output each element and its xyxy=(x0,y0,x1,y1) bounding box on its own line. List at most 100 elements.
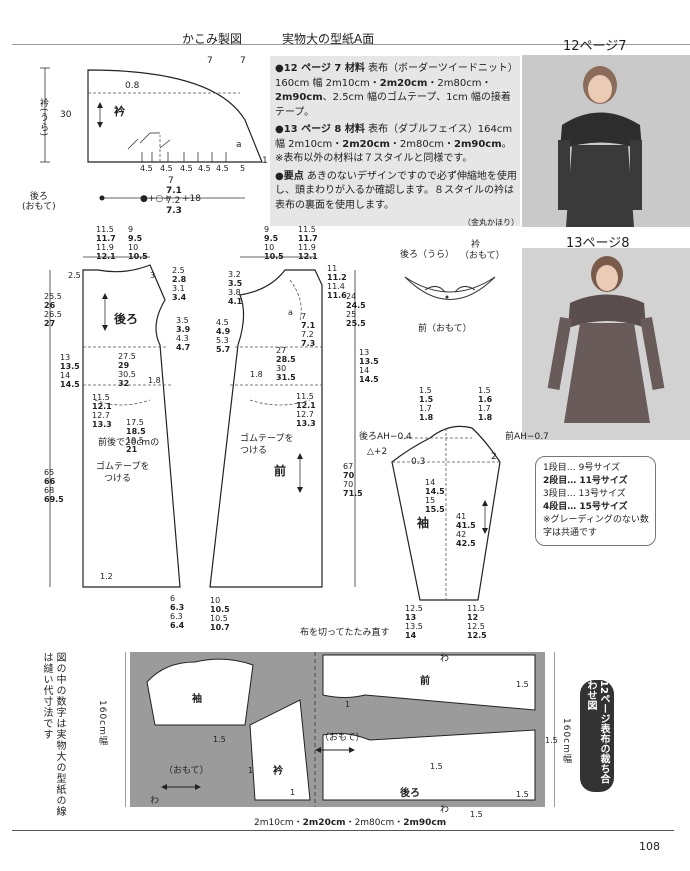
inset-collar: 衿 xyxy=(471,240,481,250)
sleeve-bottom-left: 12.5 13 13.5 14 xyxy=(405,604,423,640)
front-armhole-dim-3: 5.3 xyxy=(216,336,229,345)
back-waist-18: 1.8 xyxy=(148,376,161,385)
collar-formula-73: 7.3 xyxy=(166,206,182,216)
front-dart-dim-4: 7.3 xyxy=(301,339,316,348)
layout-dim-15c: 1.5 xyxy=(516,790,529,799)
back-armhole-dims: 3.5 3.9 4.3 4.7 xyxy=(176,316,190,352)
front-rt-dim-3: 11.4 xyxy=(327,282,345,291)
back-length-dim-1: 65 xyxy=(44,468,55,477)
sleeve-outline xyxy=(391,425,501,601)
front-dart-dim-1: 7 xyxy=(301,312,307,321)
collar-tick-45-e: 4.5 xyxy=(216,164,229,173)
materials-point-text: あきのないデザインですので必ず伸縮地を使用し、頭まわりが入るか確認します。８スタ… xyxy=(275,170,517,211)
front-dart-dims: 7 7.1 7.2 7.3 xyxy=(301,312,315,348)
collar-formula: ●+○+ xyxy=(140,194,171,204)
back-top-dim-3: 11.9 xyxy=(96,243,114,252)
collar-tick-45-a: 4.5 xyxy=(140,164,153,173)
back-hip-dims: 13 13.5 14 14.5 xyxy=(60,353,80,389)
front-top-dims: 9 9.5 10 10.5 xyxy=(264,225,284,261)
collar-side-label: 衿(うら) xyxy=(38,98,48,138)
layout-total-b: 2m20cm xyxy=(302,818,346,828)
back-right-dims: 2.5 2.8 3.1 3.4 xyxy=(172,266,186,302)
photo-label-12-7: 12ページ7 xyxy=(563,39,627,54)
sleeve-dim-2: 2 xyxy=(491,452,497,462)
layout-label-front: 前 xyxy=(420,676,430,687)
front-lt-dim-4: 4.1 xyxy=(228,297,243,306)
footer-rule xyxy=(12,830,674,831)
back-hem-dim-1: 6 xyxy=(170,594,176,603)
materials-item12-head: ●12 ページ 7 材料 xyxy=(275,63,365,74)
materials-item12-text-c: 、2.5cm 幅のゴムテープ、1cm 幅の接着テープ。 xyxy=(275,92,511,118)
legend-note: ※グレーディングのない数字は共通です xyxy=(543,515,649,538)
back-left-dim-3: 26.5 xyxy=(44,310,62,319)
layout-total-a: 2m10cm・ xyxy=(254,818,303,828)
layout-label-sleeve: 袖 xyxy=(192,694,202,705)
sleeve-top-left: 1.5 1.5 1.7 1.8 xyxy=(419,386,433,422)
layout-wa-1: わ xyxy=(150,796,160,806)
sleeve-tl-dim-1: 1.5 xyxy=(419,386,432,395)
materials-point-head: ●要点 xyxy=(275,170,304,182)
back-inner-dim-1: 11.5 xyxy=(92,393,110,402)
back-waist-dims: 27.5 29 30.5 32 xyxy=(118,352,136,388)
collar-inset-sketch xyxy=(404,276,496,300)
photo-label-13-8: 13ページ8 xyxy=(566,236,630,251)
back-inner-dim-2: 12.1 xyxy=(92,402,112,411)
front-dart-dim-2: 7.1 xyxy=(301,321,316,330)
layout-dim-1a: 1 xyxy=(248,766,254,775)
sleeve-bottom-right: 11.5 12 12.5 12.5 xyxy=(467,604,487,640)
back-note-2: の xyxy=(150,438,160,448)
collar-pattern-diagram xyxy=(40,67,263,201)
layout-omote-1: （おもて） xyxy=(164,766,209,776)
front-hem-dim-2: 10.5 xyxy=(210,605,230,614)
sleeve-len-dim-4: 42.5 xyxy=(456,539,476,548)
collar-formula-71: 7.1 xyxy=(166,186,182,196)
sleeve-bl-dim-2: 13 xyxy=(405,613,417,622)
front-right-dim-2: 24.5 xyxy=(346,301,366,310)
sleeve-dim-03: 0.3 xyxy=(411,457,426,467)
front-top2-dim-1: 11.5 xyxy=(298,225,316,234)
back-piece-label: 後ろ xyxy=(114,312,139,326)
materials-credit: （金丸かほり） xyxy=(463,218,519,227)
materials-item12-size4: 2m90cm xyxy=(275,92,323,103)
materials-item13-head: ●13 ページ 8 材料 xyxy=(275,124,365,135)
sleeve-tl-dim-4: 1.8 xyxy=(419,413,434,422)
layout-side-note: 図の中の数字は実物大の型紙の線は縫い代寸法です xyxy=(41,652,65,817)
layout-dim-1c: 1 xyxy=(345,700,351,709)
sleeve-br-dim-4: 12.5 xyxy=(467,631,487,640)
back-top-dim-2: 11.7 xyxy=(96,234,116,243)
front-armhole-dim-1: 4.5 xyxy=(216,318,229,327)
front-length-dim-2: 70 xyxy=(343,471,355,480)
layout-width-left: 160cm幅 xyxy=(97,700,107,746)
front-lt-dim-1: 3.2 xyxy=(228,270,241,279)
materials-item13: ●13 ページ 8 材料 表布（ダブルフェイス）164cm 幅 2m10cm・2… xyxy=(275,123,519,167)
sleeve-label: 袖 xyxy=(417,516,430,530)
layout-wa-2: わ xyxy=(440,654,450,664)
sleeve-tl-dim-3: 1.7 xyxy=(419,404,432,413)
back-note-20: 20cm xyxy=(125,438,151,448)
front-hip-dim-4: 14.5 xyxy=(359,375,379,384)
sleeve-mid-dim-3: 15 xyxy=(425,496,436,505)
front-a-label: a xyxy=(288,308,293,317)
back-right-dim-3: 3.1 xyxy=(172,284,185,293)
layout-sleeve xyxy=(146,658,254,726)
sleeve-delta: △+2 xyxy=(367,447,388,457)
materials-item12: ●12 ページ 7 材料 表布（ボーダーツイードニット）160cm 幅 2m10… xyxy=(275,62,519,120)
back-inner-dim-3: 12.7 xyxy=(92,411,110,420)
front-hem-dims: 10 10.5 10.5 10.7 xyxy=(210,596,230,632)
sleeve-tr-dim-3: 1.7 xyxy=(478,404,491,413)
sleeve-bl-dim-1: 12.5 xyxy=(405,604,423,613)
materials-item13-size4: 2m90cm xyxy=(453,138,502,150)
back-note-1: 前後で xyxy=(98,438,126,448)
back-length-dim-2: 66 xyxy=(44,477,56,486)
collar-tick-45-d: 4.5 xyxy=(198,164,211,173)
front-hem-dim-1: 10 xyxy=(210,596,221,605)
layout-dim-15e: 1.5 xyxy=(470,810,483,819)
legend-row-4: 4段目… 15号サイズ xyxy=(543,502,628,512)
collar-tick-45-b: 4.5 xyxy=(160,164,173,173)
front-right-top-dims: 11 11.2 11.4 11.6 xyxy=(327,264,347,300)
front-top2-dim-4: 12.1 xyxy=(298,252,318,261)
collar-dim-08: 0.8 xyxy=(125,81,140,91)
collar-dim-1: 1 xyxy=(262,156,268,166)
layout-total-d: 2m90cm xyxy=(403,818,447,828)
inset-back-ura: 後ろ（うら） xyxy=(400,250,455,260)
